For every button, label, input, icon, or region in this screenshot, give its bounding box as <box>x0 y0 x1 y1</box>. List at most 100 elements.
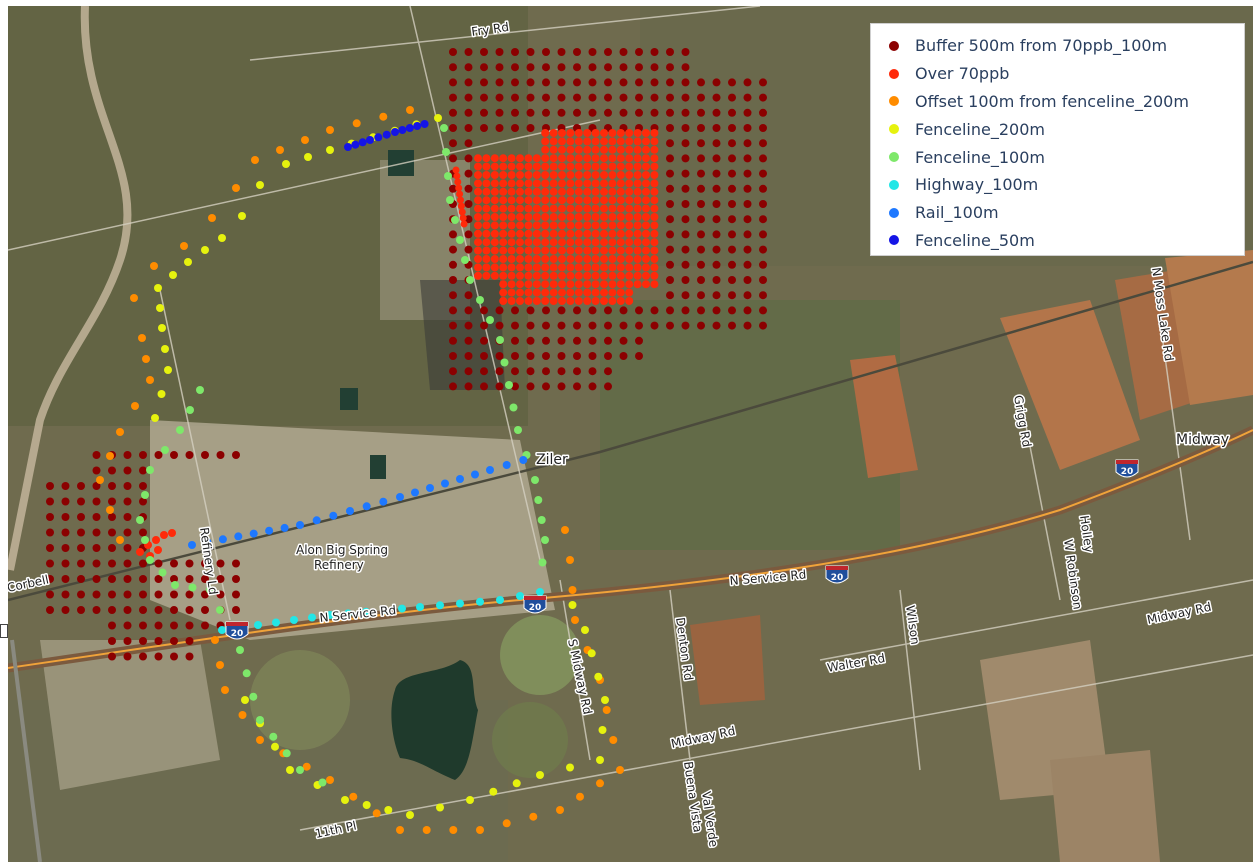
buffer-point <box>743 169 752 178</box>
over-70ppb-point <box>625 263 634 272</box>
buffer-point <box>728 291 736 300</box>
pivot-field-1 <box>250 650 350 750</box>
fenceline-50m-point <box>391 128 399 136</box>
offset-point <box>422 826 431 834</box>
fenceline-200m-point <box>158 324 166 332</box>
over-70ppb-point <box>482 213 491 221</box>
buffer-point <box>77 590 85 599</box>
buffer-point <box>139 451 147 459</box>
buffer-point <box>743 230 752 239</box>
fenceline-100m-point <box>256 716 264 724</box>
buffer-point <box>92 575 101 583</box>
buffer-point <box>743 306 752 315</box>
over-70ppb-point <box>455 184 463 192</box>
buffer-point <box>61 528 70 537</box>
shield-number: 20 <box>529 603 542 613</box>
over-70ppb-point <box>532 255 541 263</box>
legend-item-3[interactable]: Fenceline_200m <box>889 115 1244 143</box>
buffer-point <box>92 544 101 552</box>
buffer-point <box>511 352 519 360</box>
over-70ppb-point <box>608 271 617 280</box>
legend-label: Highway_100m <box>915 175 1039 195</box>
over-70ppb-point <box>532 204 541 213</box>
buffer-point <box>681 63 690 72</box>
over-70ppb-point <box>454 178 462 186</box>
rail-100m-point <box>249 529 258 538</box>
legend-item-6[interactable]: Rail_100m <box>889 199 1244 227</box>
legend-item-4[interactable]: Fenceline_100m <box>889 143 1244 171</box>
legend-item-1[interactable]: Over 70ppb <box>889 60 1244 88</box>
over-70ppb-point <box>642 280 650 289</box>
buffer-point <box>526 108 535 117</box>
over-70ppb-point <box>524 196 533 205</box>
over-70ppb-point <box>532 154 541 163</box>
fenceline-200m-point <box>598 726 607 734</box>
over-70ppb-point <box>524 221 533 230</box>
buffer-point <box>449 352 457 360</box>
over-70ppb-point <box>507 271 516 280</box>
rail-100m-point <box>426 484 434 492</box>
over-70ppb-point <box>541 221 550 230</box>
buffer-point <box>123 451 132 459</box>
buffer-point <box>573 48 581 56</box>
over-70ppb-point <box>541 129 550 137</box>
over-70ppb-point <box>549 204 558 213</box>
over-70ppb-point <box>642 255 650 263</box>
over-70ppb-point <box>507 238 516 247</box>
buffer-point <box>108 637 116 645</box>
over-70ppb-point <box>616 263 625 272</box>
offset-point <box>609 736 618 744</box>
over-70ppb-point <box>558 255 566 263</box>
over-70ppb-point <box>642 137 650 146</box>
offset-point <box>571 616 579 624</box>
buffer-point <box>728 245 736 254</box>
buffer-point <box>712 215 721 224</box>
over-70ppb-point <box>625 271 634 280</box>
over-70ppb-point <box>507 221 516 230</box>
over-70ppb-point <box>136 548 144 556</box>
over-70ppb-point <box>549 271 558 280</box>
highway-spur <box>10 639 42 862</box>
legend-item-7[interactable]: Fenceline_50m <box>889 227 1244 255</box>
buffer-point <box>743 321 752 330</box>
buffer-point <box>681 321 690 330</box>
over-70ppb-point <box>642 213 650 221</box>
over-70ppb-point <box>608 288 617 297</box>
over-70ppb-point <box>549 187 558 196</box>
satellite-map[interactable]: 20 20 20 20 Fry Rd Ziler Alon Big Spring… <box>8 6 1253 862</box>
over-70ppb-point <box>566 297 575 305</box>
legend-item-5[interactable]: Highway_100m <box>889 171 1244 199</box>
buffer-point <box>495 321 504 330</box>
buffer-point <box>666 260 674 269</box>
buffer-point <box>449 260 457 269</box>
over-70ppb-point <box>642 238 650 247</box>
buffer-point <box>526 48 535 56</box>
buffer-point <box>604 352 612 360</box>
buffer-point <box>123 528 132 537</box>
over-70ppb-point <box>566 145 575 154</box>
buffer-point <box>728 139 736 148</box>
over-70ppb-point <box>608 196 617 205</box>
buffer-point <box>495 78 504 87</box>
over-70ppb-point <box>507 255 516 263</box>
over-70ppb-point <box>460 220 468 228</box>
buffer-point <box>123 637 132 645</box>
over-70ppb-point <box>541 204 550 213</box>
over-70ppb-point <box>490 162 499 171</box>
highway-100m-point <box>380 606 388 615</box>
over-70ppb-point <box>608 187 617 196</box>
offset-point <box>372 809 381 818</box>
legend-item-0[interactable]: Buffer 500m from 70ppb_100m <box>889 32 1244 60</box>
over-70ppb-point <box>490 213 499 221</box>
fenceline-100m-point <box>146 466 154 474</box>
buffer-point <box>139 482 147 490</box>
legend-item-2[interactable]: Offset 100m from fenceline_200m <box>889 88 1244 116</box>
buffer-point <box>728 184 736 193</box>
over-70ppb-point <box>524 154 533 163</box>
buffer-point <box>697 200 705 208</box>
buffer-point <box>759 108 767 117</box>
over-70ppb-point <box>608 280 617 289</box>
buffer-point <box>511 321 519 330</box>
buffer-point <box>759 276 767 284</box>
over-70ppb-point <box>616 297 625 305</box>
